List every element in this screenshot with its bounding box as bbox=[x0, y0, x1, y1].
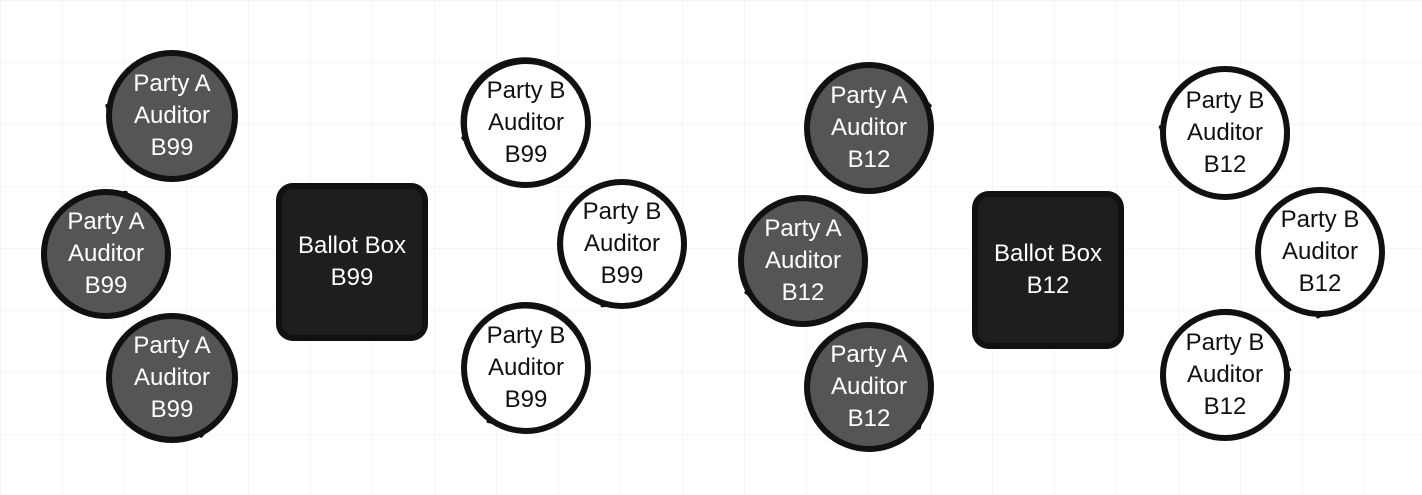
node-label: Party A Auditor B12 bbox=[830, 341, 908, 432]
node-label: Party B Auditor B12 bbox=[1185, 87, 1265, 178]
circle-shape bbox=[1255, 187, 1385, 319]
node-label: Party A Auditor B99 bbox=[67, 208, 145, 299]
node-label: Party B Auditor B99 bbox=[582, 198, 662, 289]
circle-shape bbox=[460, 57, 591, 188]
node-label: Party B Auditor B12 bbox=[1185, 329, 1265, 420]
party-a-auditor-node[interactable]: Party A Auditor B12 bbox=[802, 320, 936, 454]
rect-shape bbox=[972, 191, 1124, 349]
circle-shape bbox=[557, 179, 687, 309]
ballot-box-node[interactable]: Ballot Box B12 bbox=[971, 190, 1125, 350]
node-label: Party A Auditor B99 bbox=[133, 70, 211, 161]
rect-shape bbox=[276, 183, 428, 341]
node-label: Party A Auditor B99 bbox=[133, 332, 211, 423]
node-label: Party B Auditor B99 bbox=[486, 77, 566, 168]
ballot-box-node[interactable]: Ballot Box B99 bbox=[275, 182, 429, 342]
circle-shape bbox=[105, 50, 238, 182]
node-label: Ballot Box B12 bbox=[993, 240, 1103, 299]
party-b-auditor-node[interactable]: Party B Auditor B99 bbox=[555, 177, 689, 311]
node-label: Party A Auditor B12 bbox=[764, 215, 842, 306]
node-label: Party B Auditor B99 bbox=[486, 322, 566, 413]
circle-shape bbox=[1158, 66, 1290, 200]
node-label: Party B Auditor B12 bbox=[1280, 206, 1360, 297]
party-a-auditor-node[interactable]: Party A Auditor B99 bbox=[39, 187, 173, 321]
party-a-auditor-node[interactable]: Party A Auditor B99 bbox=[104, 48, 240, 184]
circle-shape bbox=[461, 302, 591, 434]
node-label: Party A Auditor B12 bbox=[830, 82, 908, 173]
party-a-auditor-node[interactable]: Party A Auditor B12 bbox=[802, 60, 936, 196]
node-label: Ballot Box B99 bbox=[297, 232, 407, 291]
party-b-auditor-node[interactable]: Party B Auditor B99 bbox=[459, 56, 593, 190]
party-a-auditor-node[interactable]: Party A Auditor B12 bbox=[736, 193, 870, 329]
circle-shape bbox=[1160, 308, 1292, 441]
circle-shape bbox=[41, 189, 171, 319]
circle-shape bbox=[106, 313, 238, 443]
party-b-auditor-node[interactable]: Party B Auditor B12 bbox=[1158, 307, 1292, 443]
party-b-auditor-node[interactable]: Party B Auditor B12 bbox=[1253, 185, 1387, 319]
circle-shape bbox=[738, 195, 868, 327]
circle-shape bbox=[804, 62, 934, 194]
party-a-auditor-node[interactable]: Party A Auditor B99 bbox=[104, 311, 240, 445]
party-b-auditor-node[interactable]: Party B Auditor B12 bbox=[1158, 64, 1292, 202]
circle-shape bbox=[804, 322, 934, 452]
party-b-auditor-node[interactable]: Party B Auditor B99 bbox=[459, 300, 593, 436]
